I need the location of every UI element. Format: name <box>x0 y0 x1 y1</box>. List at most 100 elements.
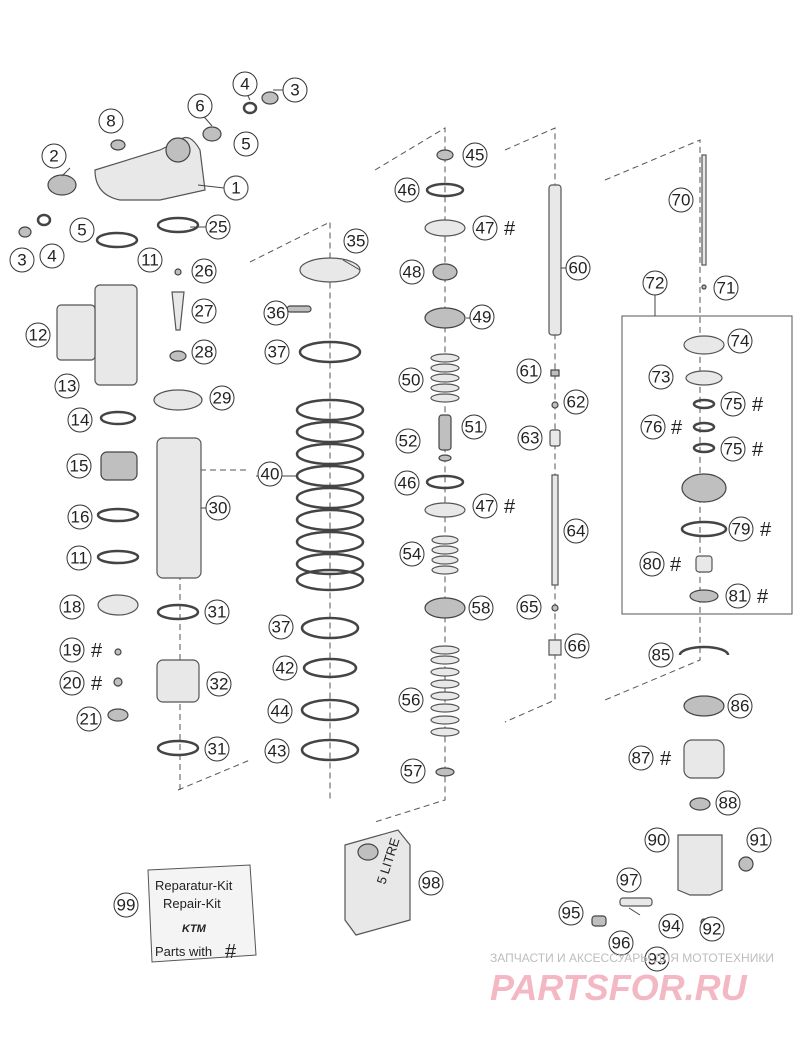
svg-text:35: 35 <box>347 232 366 251</box>
callout-95: 95 <box>558 900 584 926</box>
callout-48: 48 <box>399 259 425 285</box>
svg-text:6: 6 <box>195 97 204 116</box>
svg-text:20: 20 <box>63 674 82 693</box>
callout-35: 35 <box>343 228 369 254</box>
callout-12: 12 <box>25 322 51 348</box>
svg-text:88: 88 <box>719 794 738 813</box>
svg-text:#: # <box>504 218 516 240</box>
callout-27: 27 <box>191 298 217 324</box>
callout-52: 52 <box>395 428 421 454</box>
svg-text:71: 71 <box>717 279 736 298</box>
svg-text:40: 40 <box>261 465 280 484</box>
callout-46-mid: 46 <box>394 470 420 496</box>
callout-4-left: 4 <box>39 243 65 269</box>
callout-36: 36 <box>263 300 289 326</box>
svg-text:#: # <box>760 519 772 541</box>
callout-5-left: 5 <box>69 217 95 243</box>
label-12-part <box>56 304 96 361</box>
callout-18: 18 <box>59 594 85 620</box>
svg-text:64: 64 <box>567 522 586 541</box>
svg-text:29: 29 <box>213 389 232 408</box>
svg-text:30: 30 <box>209 499 228 518</box>
svg-text:8: 8 <box>106 112 115 131</box>
svg-text:37: 37 <box>268 343 287 362</box>
svg-text:11: 11 <box>70 549 88 568</box>
callout-86: 86 <box>727 693 753 719</box>
kit-parts-with: Parts with <box>155 944 212 959</box>
svg-text:5: 5 <box>77 221 86 240</box>
svg-text:95: 95 <box>562 904 581 923</box>
svg-text:98: 98 <box>422 874 441 893</box>
callout-3-top: 3 <box>282 77 308 103</box>
ktm-logo: KTM <box>182 923 207 935</box>
callout-75-top: 75# <box>720 391 764 417</box>
callout-75-bottom: 75# <box>720 436 764 462</box>
callout-47-mid: 47# <box>472 493 516 519</box>
svg-text:65: 65 <box>520 598 539 617</box>
svg-text:4: 4 <box>240 75 249 94</box>
callout-29: 29 <box>209 385 235 411</box>
callout-60: 60 <box>565 255 591 281</box>
svg-text:70: 70 <box>672 191 691 210</box>
callout-99: 99 <box>113 892 139 918</box>
svg-text:62: 62 <box>567 393 586 412</box>
svg-text:60: 60 <box>569 259 588 278</box>
callout-45: 45 <box>462 142 488 168</box>
callout-8: 8 <box>98 108 124 134</box>
ring-4-top-part <box>242 101 258 115</box>
callout-79: 79 # <box>728 516 772 542</box>
cap-18-part <box>97 594 139 616</box>
svg-text:#: # <box>671 417 683 439</box>
callout-46-top: 46 <box>394 177 420 203</box>
svg-text:44: 44 <box>271 702 290 721</box>
callout-15: 15 <box>66 453 92 479</box>
callout-73: 73 <box>648 364 674 390</box>
svg-text:57: 57 <box>404 762 423 781</box>
svg-text:25: 25 <box>209 218 228 237</box>
callout-31-mid: 31 <box>204 599 230 625</box>
svg-text:73: 73 <box>652 368 671 387</box>
callout-61: 61 <box>516 358 542 384</box>
svg-text:90: 90 <box>648 831 667 850</box>
svg-text:92: 92 <box>703 920 722 939</box>
callout-94: 94 <box>658 913 684 939</box>
part-shapes <box>18 91 793 936</box>
callout-57: 57 <box>400 758 426 784</box>
svg-text:85: 85 <box>652 646 671 665</box>
svg-text:#: # <box>504 496 516 518</box>
svg-text:97: 97 <box>620 871 639 890</box>
kit-hash: # <box>225 941 237 963</box>
callout-13: 13 <box>54 373 80 399</box>
needle-70-part <box>701 154 707 266</box>
shaft-60-part <box>548 184 562 336</box>
svg-text:3: 3 <box>290 81 299 100</box>
svg-text:18: 18 <box>63 598 82 617</box>
callout-11-mid: 11 <box>66 545 92 571</box>
svg-text:36: 36 <box>267 304 286 323</box>
svg-text:79: 79 <box>732 520 751 539</box>
svg-text:26: 26 <box>195 262 214 281</box>
svg-text:63: 63 <box>521 429 540 448</box>
svg-text:87: 87 <box>632 749 651 768</box>
svg-text:75: 75 <box>724 440 743 459</box>
svg-text:49: 49 <box>473 308 492 327</box>
svg-text:58: 58 <box>472 599 491 618</box>
callout-21: 21 <box>76 706 102 732</box>
svg-text:51: 51 <box>465 418 484 437</box>
svg-text:14: 14 <box>71 411 90 430</box>
svg-text:56: 56 <box>402 691 421 710</box>
svg-text:93: 93 <box>648 950 667 969</box>
svg-text:13: 13 <box>58 377 77 396</box>
svg-text:4: 4 <box>47 247 56 266</box>
callout-20: 20# <box>59 670 103 696</box>
svg-text:27: 27 <box>195 302 214 321</box>
svg-text:#: # <box>752 394 764 416</box>
svg-text:16: 16 <box>71 508 90 527</box>
callout-54: 54 <box>399 541 425 567</box>
svg-text:#: # <box>670 554 682 576</box>
repair-kit-box: Reparatur-Kit Repair-Kit KTM Parts with … <box>147 864 257 963</box>
svg-text:91: 91 <box>750 831 769 850</box>
callout-37-top: 37 <box>264 339 290 365</box>
callout-64: 64 <box>563 518 589 544</box>
housing-87-part <box>683 739 725 779</box>
